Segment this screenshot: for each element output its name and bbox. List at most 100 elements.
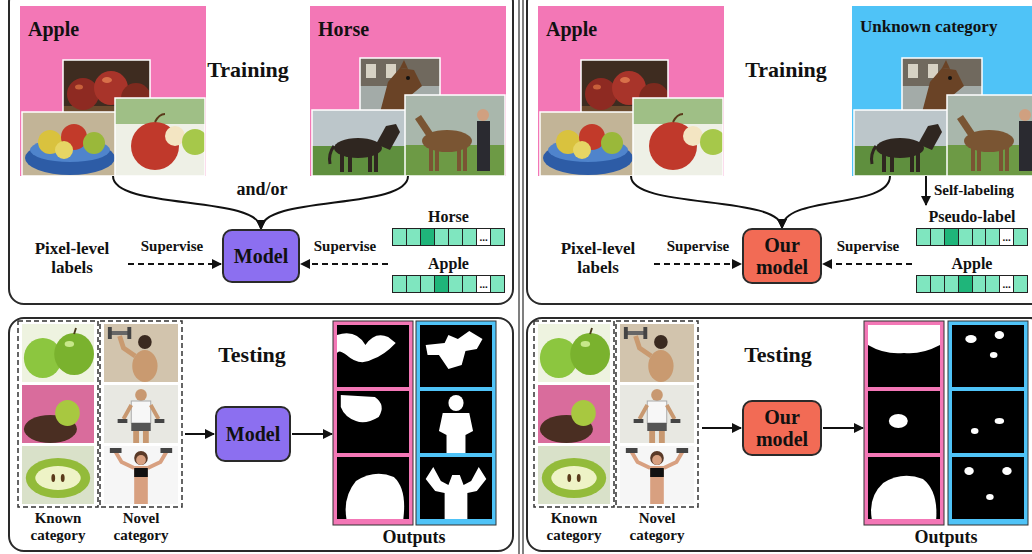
unknown-box: Unknown category [852, 6, 1032, 176]
bar-cell [1013, 229, 1027, 245]
annotation-label: Known category [533, 510, 615, 543]
mask [337, 325, 409, 387]
mask [868, 457, 940, 519]
model-box: Our model [742, 400, 822, 456]
annotation-label: Supervise [303, 238, 387, 255]
annotation-label: Supervise [826, 238, 910, 255]
bar-cell [972, 276, 986, 292]
node-text: Apple [546, 18, 597, 40]
class-box: Horse [310, 6, 506, 176]
node-text: Our model [750, 234, 814, 278]
bar-cell [930, 229, 944, 245]
bar-cell [393, 229, 406, 245]
node-text: ... [1003, 279, 1011, 290]
photo [538, 385, 610, 443]
supervise-arrow [823, 263, 912, 265]
mask [337, 391, 409, 453]
photo [104, 385, 178, 443]
bar-cell [448, 276, 462, 292]
annotation-label: Outputs [334, 528, 494, 548]
mask [868, 391, 940, 453]
input-arrow [185, 433, 214, 435]
annotation-label: Supervise [656, 238, 740, 255]
photo [620, 324, 694, 382]
bar-cell: ... [476, 229, 490, 245]
node-text: Training [736, 58, 836, 82]
connector [631, 176, 782, 228]
photo [405, 95, 505, 176]
edge-label: Self-labeling [934, 182, 1014, 199]
model-box: Our model [742, 228, 822, 284]
node-text: Unknown category [860, 18, 997, 37]
bar-cell [1013, 276, 1027, 292]
node-text: Apple [28, 18, 79, 40]
node-text: Pseudo-label [916, 208, 1028, 226]
class-box: Apple [538, 6, 724, 176]
bar-cell [490, 229, 504, 245]
class-box: Apple [20, 6, 206, 176]
annotation-label: Novel category [616, 510, 698, 543]
mask [952, 391, 1024, 453]
photo [22, 112, 118, 176]
node-text: Model [230, 245, 292, 267]
annotation-label: and/or [226, 180, 298, 200]
bar-cell [944, 229, 958, 245]
label-bar: ... [392, 275, 505, 293]
divider [522, 0, 524, 554]
label-vector: ... Horse [392, 205, 505, 246]
node-text: Apple [916, 255, 1028, 273]
output-frame [416, 321, 496, 525]
bar-cell [985, 276, 999, 292]
bar-cell [985, 229, 999, 245]
node-text: ... [479, 232, 487, 243]
bar-cell: ... [476, 276, 490, 292]
bar-cell [972, 229, 986, 245]
output-arrow [292, 433, 332, 435]
photo [538, 446, 610, 504]
mask [952, 325, 1024, 387]
bar-cell: ... [999, 276, 1013, 292]
label-bar: ... [916, 228, 1028, 246]
node-text: Apple [392, 255, 505, 273]
photo [947, 95, 1032, 176]
bar-cell [490, 276, 504, 292]
bar-cell [393, 276, 406, 292]
bar-cell [406, 276, 420, 292]
bar-cell: ... [999, 229, 1013, 245]
dashed-frame [616, 321, 698, 507]
bar-cell [420, 276, 434, 292]
photo [633, 98, 724, 176]
testing-panel: TestingModel [8, 317, 514, 552]
photo [22, 324, 94, 382]
model-box: Model [215, 406, 291, 462]
node-text: Horse [318, 18, 369, 40]
label-bar: ... [916, 275, 1028, 293]
photo [620, 446, 694, 504]
node-text: ... [1003, 232, 1011, 243]
bar-cell [958, 276, 972, 292]
annotation-label: Known category [17, 510, 99, 543]
dashed-frame [18, 321, 98, 507]
annotation-label: Supervise [130, 238, 214, 255]
mask [420, 325, 492, 387]
input-arrow [702, 427, 741, 429]
connector [782, 176, 890, 228]
node-text: Our model [750, 406, 814, 450]
node-text: Model [223, 423, 283, 445]
annotation-label: Pixel-level labels [546, 240, 650, 277]
bar-cell [434, 276, 448, 292]
supervise-arrow [654, 263, 741, 265]
mask [868, 325, 940, 387]
node-text: Testing [202, 343, 302, 367]
annotation-label: Outputs [866, 528, 1026, 548]
node-text: Horse [392, 208, 505, 226]
label-vector: ... Apple [392, 252, 505, 293]
photo [22, 385, 94, 443]
bar-cell [930, 276, 944, 292]
annotation-label: Pixel-level labels [20, 240, 124, 277]
label-bar: ... [392, 228, 505, 246]
bar-cell [917, 276, 930, 292]
photo [115, 98, 206, 176]
